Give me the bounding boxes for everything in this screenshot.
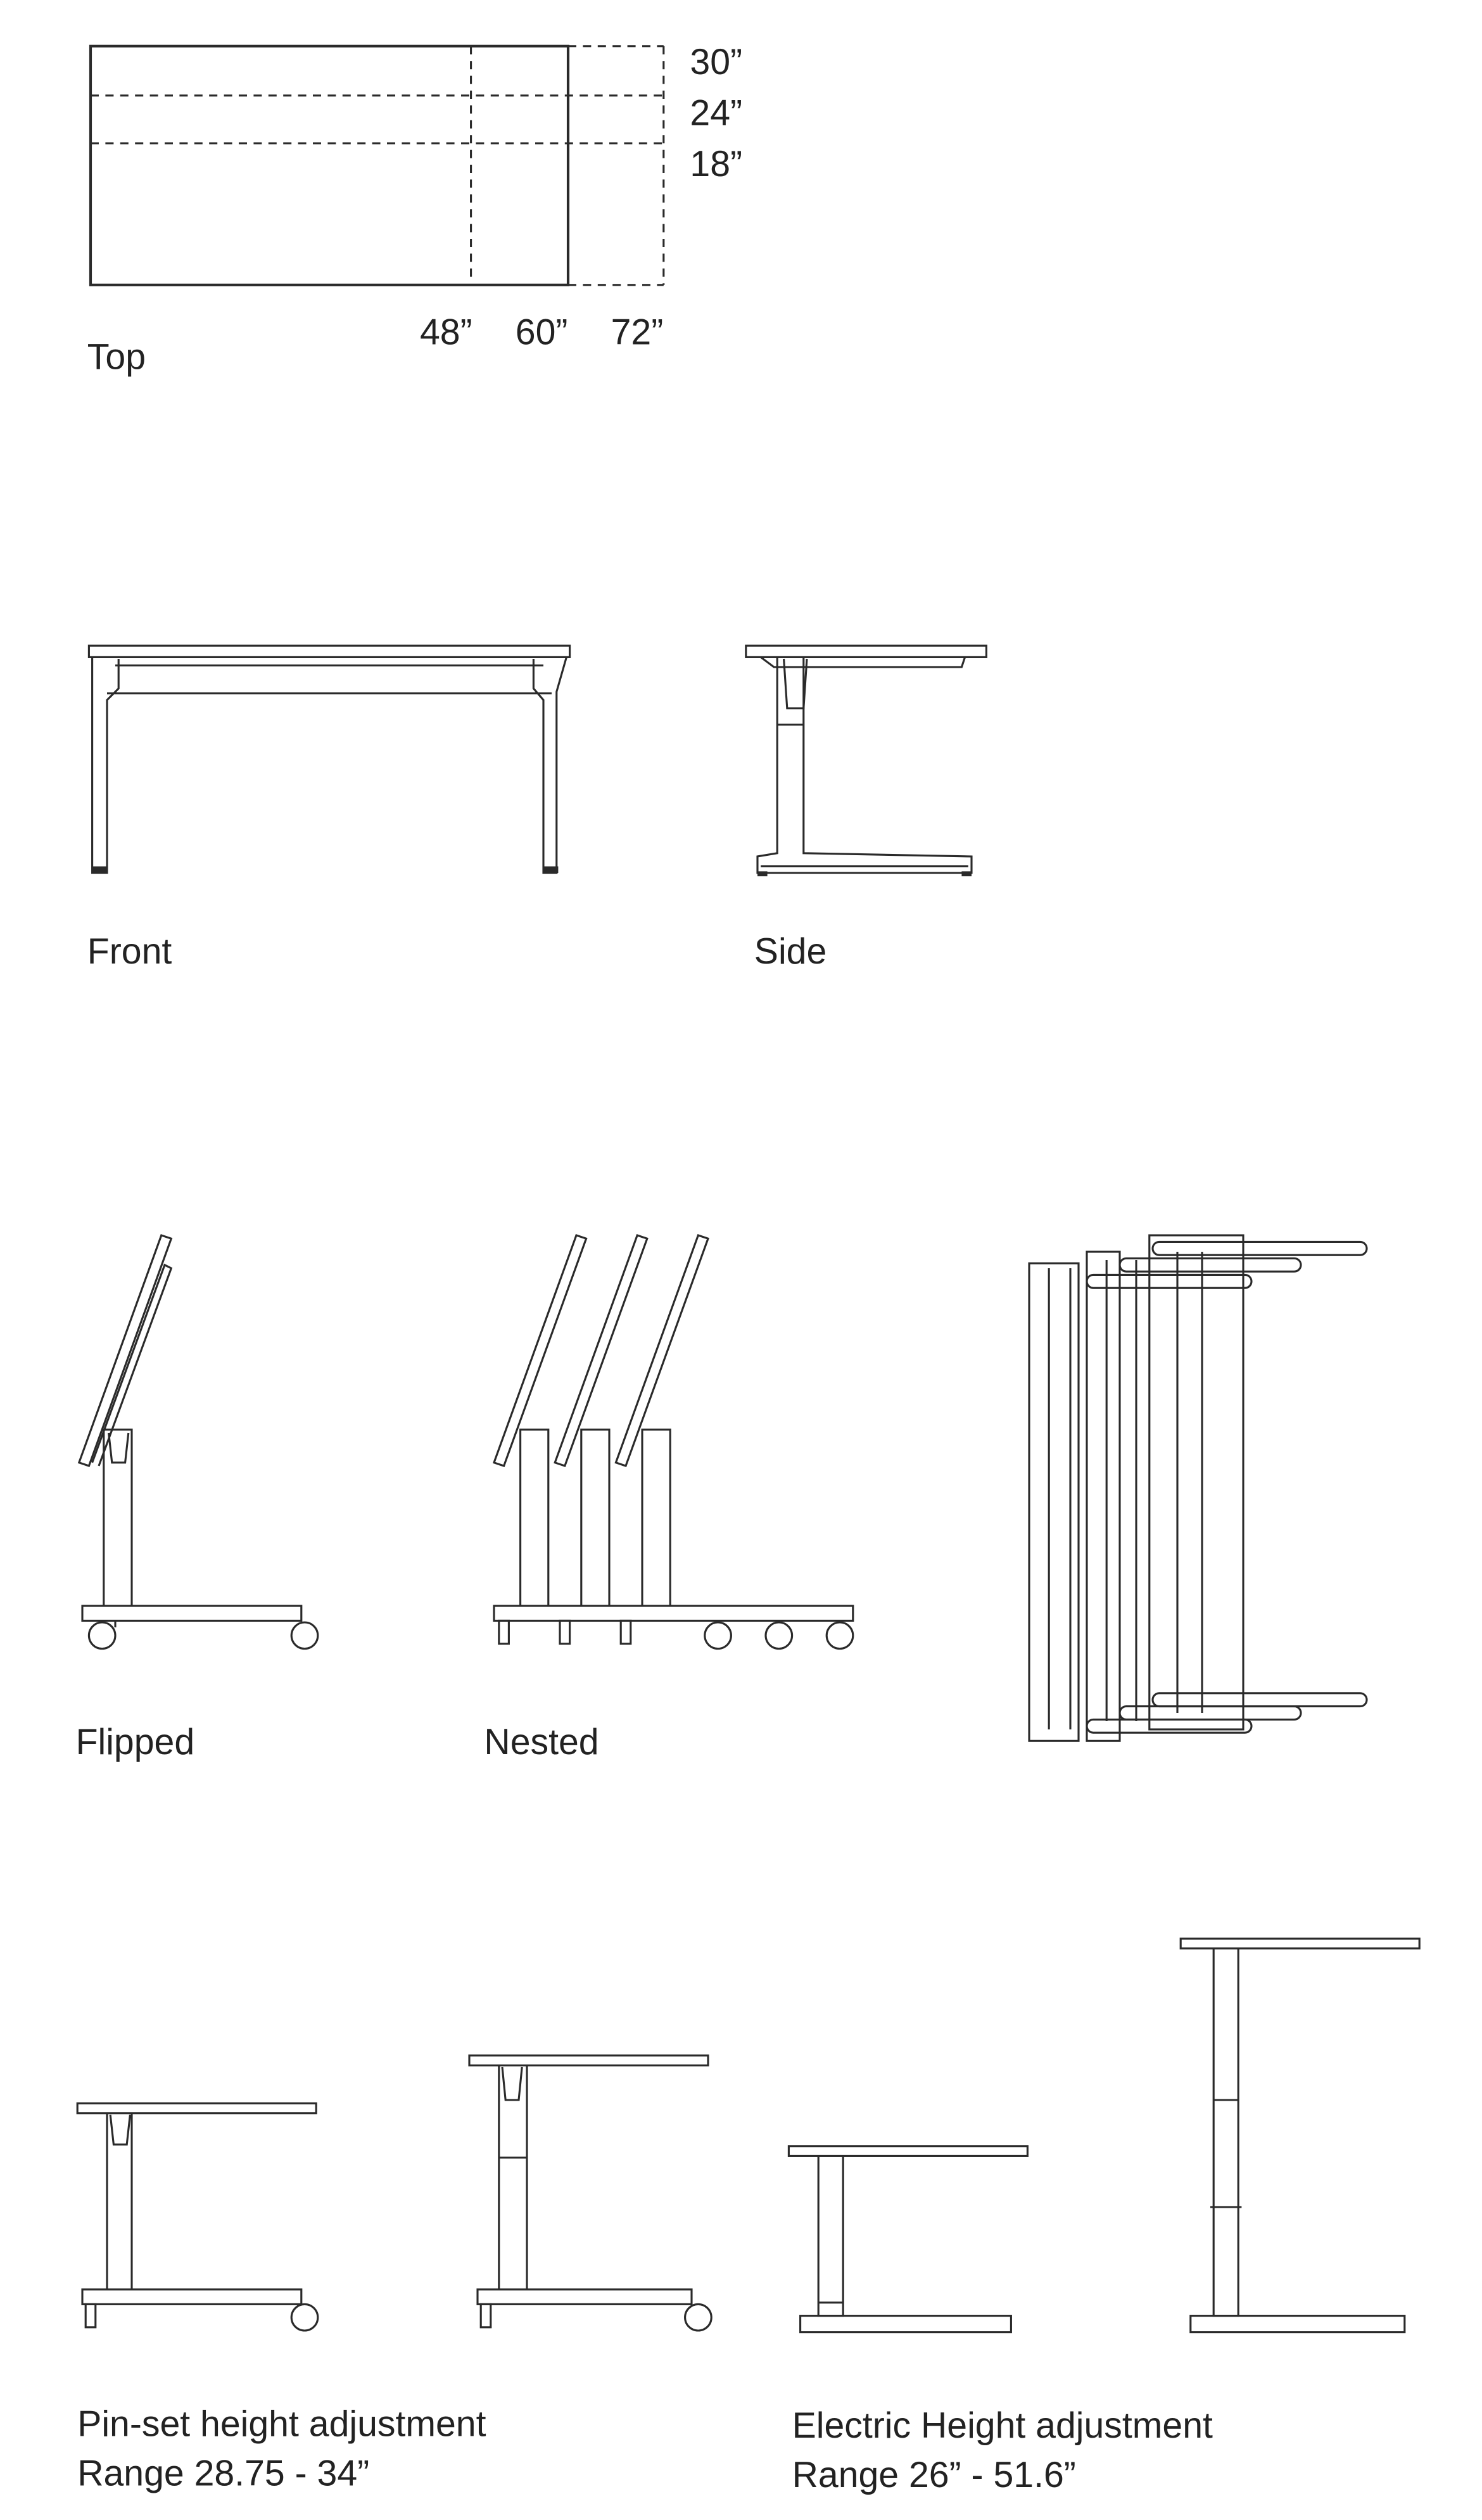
flipped-view-drawing <box>77 1234 319 1650</box>
electric-high-drawing <box>1179 1937 1421 2334</box>
electric-range: Range 26” - 51.6” <box>792 2455 1076 2495</box>
width-label-72: 72” <box>611 312 664 352</box>
depth-label-18: 18” <box>690 144 742 184</box>
nested-view-drawing <box>492 1234 854 1650</box>
front-view-label: Front <box>87 931 172 972</box>
width-label-60: 60” <box>516 312 568 352</box>
electric-title: Electric Height adjustment <box>792 2405 1213 2446</box>
pin-set-range: Range 28.75 - 34” <box>77 2453 369 2493</box>
depth-label-24: 24” <box>690 93 742 134</box>
side-view-drawing <box>745 644 987 877</box>
side-view-label: Side <box>754 931 826 972</box>
front-view-drawing <box>87 644 571 874</box>
depth-label-30: 30” <box>690 42 742 82</box>
top-view-label: Top <box>87 336 146 377</box>
electric-low-drawing <box>787 2145 1029 2334</box>
pin-set-high-drawing <box>468 2054 712 2332</box>
stacked-top-view-drawing <box>1028 1234 1368 1742</box>
pin-set-title: Pin-set height adjustment <box>77 2403 486 2444</box>
pin-set-low-drawing <box>76 2102 319 2332</box>
flipped-view-label: Flipped <box>76 1722 195 1762</box>
top-view-drawing <box>89 44 665 286</box>
width-label-48: 48” <box>420 312 472 352</box>
nested-view-label: Nested <box>484 1722 598 1762</box>
